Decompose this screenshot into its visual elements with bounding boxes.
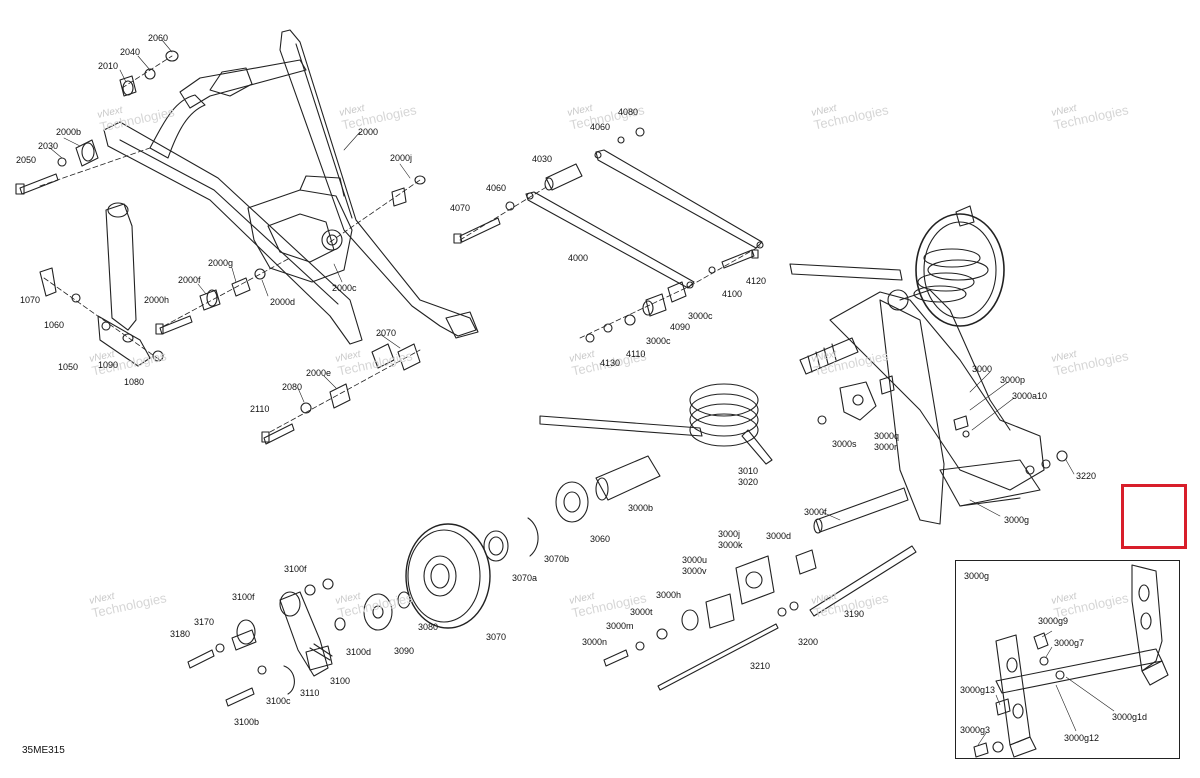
callout-label[interactable]: 3000f	[804, 507, 827, 517]
tie-rod-assembly	[453, 127, 764, 343]
callout-label[interactable]: 3000g7	[1054, 638, 1085, 648]
callout-label[interactable]: 3000q	[874, 431, 900, 441]
callout-label[interactable]: 2000c	[332, 283, 357, 293]
callout-label[interactable]: 3210	[750, 661, 771, 671]
callout-label[interactable]: 3000g9	[1038, 616, 1069, 626]
callout-label[interactable]: 4030	[532, 154, 553, 164]
callout-label[interactable]: 2070	[376, 328, 397, 338]
callout-label[interactable]: 3000g1d	[1112, 712, 1148, 722]
callout-label[interactable]: 3100f	[284, 564, 307, 574]
callout-label[interactable]: 3180	[170, 629, 191, 639]
callout-label[interactable]: 3170	[194, 617, 215, 627]
callout-label[interactable]: 3070	[486, 632, 507, 642]
callout-label[interactable]: 2000g	[208, 258, 234, 268]
callout-label[interactable]: 4110	[626, 349, 646, 359]
callout-label[interactable]: 3020	[738, 477, 759, 487]
callout-label[interactable]: 4080	[618, 107, 639, 117]
callout-label[interactable]: 3100c	[266, 696, 291, 706]
callout-label[interactable]: 4070	[450, 203, 471, 213]
callout-label[interactable]: 4060	[590, 122, 611, 132]
callout-label[interactable]: 3080	[418, 622, 439, 632]
callout-label[interactable]: 3100	[330, 676, 351, 686]
lower-hardware	[603, 450, 1068, 691]
callout-label[interactable]: 3000a10	[1012, 391, 1048, 401]
idler-lever	[187, 578, 334, 707]
callout-label[interactable]: 3220	[1076, 471, 1097, 481]
callout-label[interactable]: 3000d	[766, 531, 792, 541]
callout-label[interactable]: 1080	[124, 377, 145, 387]
hardware-upper-left	[15, 50, 426, 445]
callout-label[interactable]: 1060	[44, 320, 65, 330]
callout-label[interactable]: 2010	[98, 61, 119, 71]
diagram-code: 35ME315	[22, 745, 65, 756]
callout-label[interactable]: 3000c	[646, 336, 671, 346]
callout-label[interactable]: 2000d	[270, 297, 296, 307]
callout-label[interactable]: 2000	[358, 127, 379, 137]
callout-label[interactable]: 3000g12	[1064, 733, 1100, 743]
callout-label[interactable]: 2000j	[390, 153, 413, 163]
callout-label[interactable]: 3110	[300, 688, 320, 698]
callout-label[interactable]: 3000k	[718, 540, 743, 550]
callout-label[interactable]: 3000n	[582, 637, 608, 647]
callout-label[interactable]: 3000j	[718, 529, 741, 539]
callout-label[interactable]: 2080	[282, 382, 303, 392]
callout-label[interactable]: 3100b	[234, 717, 260, 727]
callout-label[interactable]: 3000	[972, 364, 993, 374]
callout-label[interactable]: 2110	[250, 404, 270, 414]
callout-label[interactable]: 1070	[20, 295, 41, 305]
callout-label[interactable]: 2040	[120, 47, 141, 57]
callout-label[interactable]: 3090	[394, 646, 415, 656]
rear-arm-assembly	[789, 205, 1045, 525]
callout-label[interactable]: 3000b	[628, 503, 654, 513]
callout-label[interactable]: 3010	[738, 466, 759, 476]
callout-label[interactable]: 2030	[38, 141, 59, 151]
callout-label[interactable]: 3100d	[346, 647, 372, 657]
callout-label[interactable]: 3000m	[606, 621, 634, 631]
callout-label[interactable]: 2060	[148, 33, 169, 43]
callout-label[interactable]: 3000g13	[960, 685, 996, 695]
callout-label[interactable]: 3000g3	[960, 725, 991, 735]
callout-label[interactable]: 2000f	[178, 275, 201, 285]
callout-label[interactable]: 3200	[798, 637, 819, 647]
callout-label[interactable]: 4090	[670, 322, 691, 332]
inset-title: 3000g	[964, 571, 990, 581]
callout-label[interactable]: 3070a	[512, 573, 538, 583]
callout-label[interactable]: 2050	[16, 155, 37, 165]
idler-wheel	[405, 523, 491, 629]
callout-label[interactable]: 3000g	[1004, 515, 1030, 525]
callout-label[interactable]: 4000	[568, 253, 589, 263]
callout-label[interactable]: 4130	[600, 358, 621, 368]
callout-label[interactable]: 3000t	[630, 607, 653, 617]
callout-label[interactable]: 3000p	[1000, 375, 1026, 385]
callout-label[interactable]: 1090	[98, 360, 119, 370]
callout-label[interactable]: 3000c	[688, 311, 713, 321]
callout-label[interactable]: 3000r	[874, 442, 898, 452]
callout-label[interactable]: 3000u	[682, 555, 708, 565]
lever-assembly	[39, 202, 164, 367]
callout-label[interactable]: 4120	[746, 276, 767, 286]
callout-label[interactable]: 2000h	[144, 295, 170, 305]
callout-label[interactable]: 3190	[844, 609, 865, 619]
callout-label[interactable]: 3000v	[682, 566, 707, 576]
callout-label[interactable]: 2000b	[56, 127, 82, 137]
callout-label[interactable]: 1050	[58, 362, 79, 372]
callout-label[interactable]: 3060	[590, 534, 611, 544]
callout-label[interactable]: 3070b	[544, 554, 570, 564]
callout-label[interactable]: 2000e	[306, 368, 332, 378]
callout-label[interactable]: 4060	[486, 183, 507, 193]
highlight-box	[1121, 484, 1187, 549]
callout-label[interactable]: 3000h	[656, 590, 682, 600]
callout-label[interactable]: 3000s	[832, 439, 857, 449]
front-arm-assembly	[103, 29, 479, 369]
inset-drawing	[973, 564, 1169, 758]
callout-label[interactable]: 4100	[722, 289, 743, 299]
callout-label[interactable]: 3100f	[232, 592, 255, 602]
torsion-spring	[539, 383, 773, 465]
inset-detail-3000g: 3000g 300	[955, 560, 1180, 759]
